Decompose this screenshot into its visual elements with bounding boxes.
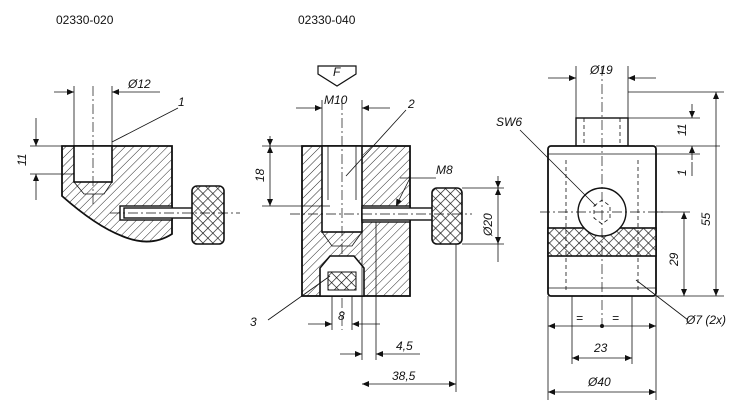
dim-d20: Ø20 [481,213,495,237]
dim-m10: M10 [324,93,348,107]
title-02330-040: 02330-040 [298,13,356,27]
dim-eq1: = [576,311,583,325]
dim-h29: 29 [667,252,681,267]
dim-h11-right: 11 [675,124,689,136]
dim-w8: 8 [338,309,345,323]
middle-view-02330-040: F M10 18 M8 [250,65,504,392]
title-02330-020: 02330-020 [56,13,114,27]
dim-d19: Ø19 [589,63,613,77]
callout-1: 1 [178,95,185,109]
dim-eq2: = [612,311,619,325]
dim-w23: 23 [593,341,608,355]
dim-w4-5: 4,5 [396,339,413,353]
dim-h55: 55 [699,212,713,226]
left-view-02330-020: Ø12 11 1 [15,77,240,245]
dim-sw6: SW6 [496,115,522,129]
dim-d40: Ø40 [587,375,611,389]
callout-3: 3 [250,315,257,329]
dim-h1: 1 [675,169,689,176]
dim-d12: Ø12 [127,77,151,91]
middle-knurled-knob [431,187,463,245]
dim-h18: 18 [253,168,267,182]
dim-m8: M8 [436,163,453,177]
dim-h11-left: 11 [15,154,29,166]
bottom-screw-hex [327,271,357,291]
force-arrow-icon [317,65,357,87]
dim-w38-5: 38,5 [392,369,416,383]
callout-2: 2 [407,97,415,111]
force-label: F [333,65,341,79]
dim-d7: Ø7 (2x) [685,313,726,327]
left-knurled-knob [191,185,225,245]
right-view-side: Ø19 SW6 11 1 55 29 Ø7 (2x) = = [496,63,726,400]
left-bore-tip [73,181,113,195]
